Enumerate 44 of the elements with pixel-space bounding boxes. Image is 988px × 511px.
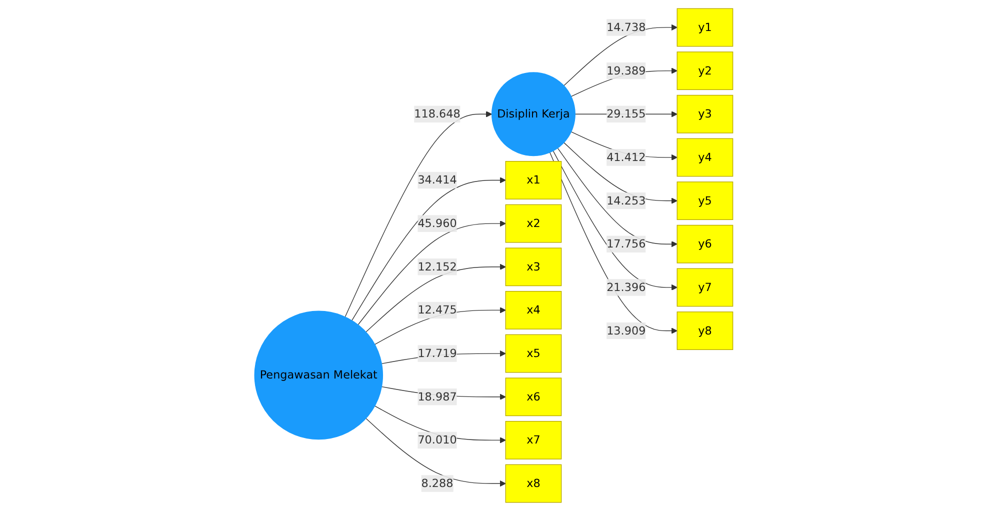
arrow bbox=[366, 264, 506, 332]
arrow bbox=[352, 177, 506, 321]
node-box: x8 bbox=[506, 464, 562, 503]
arrow bbox=[558, 148, 678, 248]
node-box: x2 bbox=[506, 204, 562, 243]
node-box: x7 bbox=[506, 420, 562, 460]
edge-label: 12.152 bbox=[418, 260, 458, 274]
arrow bbox=[564, 24, 678, 86]
edge-label: 14.738 bbox=[606, 20, 646, 34]
edge-label: 17.756 bbox=[606, 237, 646, 250]
node-box: y3 bbox=[677, 94, 734, 134]
edge-label: 18.987 bbox=[418, 390, 458, 404]
edge-label: 45.960 bbox=[418, 216, 458, 230]
node-box: y8 bbox=[677, 312, 734, 350]
node-box: y5 bbox=[677, 182, 734, 220]
edge-label: 29.155 bbox=[606, 107, 646, 120]
edge-label: 14.253 bbox=[606, 194, 646, 208]
node-box: x5 bbox=[506, 334, 562, 373]
node-circle: Pengawasan Melekat bbox=[254, 310, 384, 440]
edge-label: 19.389 bbox=[606, 64, 646, 78]
arrow bbox=[345, 111, 492, 318]
arrow bbox=[564, 142, 678, 204]
node-box: y1 bbox=[677, 8, 734, 47]
arrow bbox=[358, 220, 506, 326]
edge-label: 12.475 bbox=[418, 303, 458, 316]
edge-label: 34.414 bbox=[418, 173, 458, 187]
arrow bbox=[553, 150, 678, 290]
node-box: y7 bbox=[677, 268, 734, 307]
node-box: x1 bbox=[506, 161, 562, 200]
node-box: x3 bbox=[506, 248, 562, 286]
node-box: y4 bbox=[677, 138, 734, 177]
edge-label: 8.288 bbox=[422, 476, 454, 490]
edge-label: 17.719 bbox=[418, 346, 458, 360]
node-circle: Disiplin Kerja bbox=[492, 72, 576, 156]
edge-label: 70.010 bbox=[418, 433, 458, 446]
node-box: x6 bbox=[506, 378, 562, 416]
edge-label: 41.412 bbox=[606, 150, 646, 164]
node-box: x4 bbox=[506, 290, 562, 330]
node-box: y2 bbox=[677, 52, 734, 90]
edge-label: 21.396 bbox=[606, 280, 646, 294]
node-box: y6 bbox=[677, 224, 734, 264]
arrow bbox=[366, 418, 506, 487]
edge-label: 13.909 bbox=[606, 324, 646, 338]
edge-label: 118.648 bbox=[414, 107, 461, 120]
